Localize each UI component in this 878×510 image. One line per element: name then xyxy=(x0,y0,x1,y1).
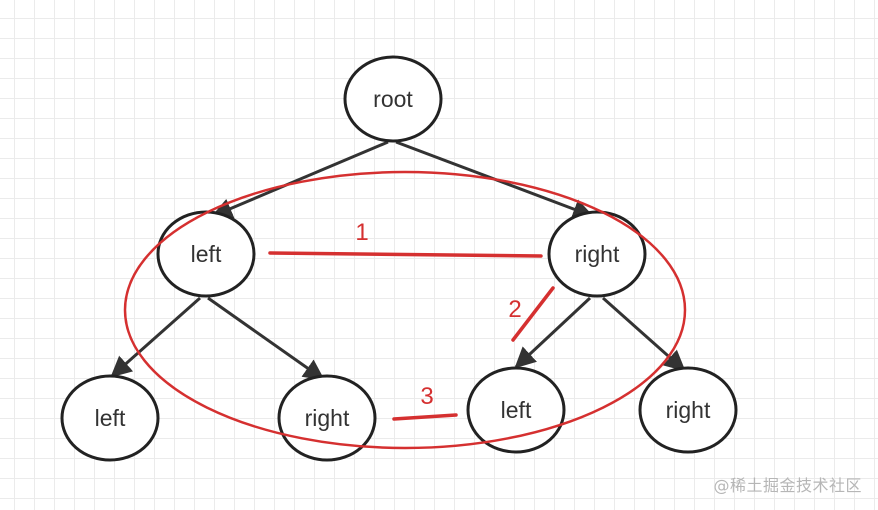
comparison-line-1 xyxy=(268,251,543,258)
node-left-label: left xyxy=(191,241,222,267)
node-right-left: left xyxy=(466,366,566,454)
comparison-label-2: 2 xyxy=(508,296,521,323)
highlight-ellipse xyxy=(123,170,687,450)
node-right-left-label: left xyxy=(501,397,532,423)
edge-left-right xyxy=(207,296,325,381)
node-root: root xyxy=(343,55,443,143)
node-right: right xyxy=(547,210,647,298)
watermark: @稀土掘金技术社区 xyxy=(713,476,862,495)
comparison-line-3 xyxy=(392,413,458,421)
node-right-right-label: right xyxy=(666,397,711,423)
edge-left-left xyxy=(110,296,201,378)
edge-root-left xyxy=(211,140,389,219)
edge-right-right xyxy=(602,296,686,372)
node-root-label: root xyxy=(373,86,413,112)
node-right-label: right xyxy=(575,241,620,267)
comparison-label-3: 3 xyxy=(420,383,433,410)
node-left: left xyxy=(156,210,256,298)
node-right-right: right xyxy=(638,366,738,454)
comparison-line-2 xyxy=(511,286,555,342)
comparison-label-1: 1 xyxy=(355,219,368,246)
edge-right-left xyxy=(514,296,592,369)
node-left-left: left xyxy=(60,374,160,462)
node-left-left-label: left xyxy=(95,405,126,431)
node-left-right-label: right xyxy=(305,405,350,431)
